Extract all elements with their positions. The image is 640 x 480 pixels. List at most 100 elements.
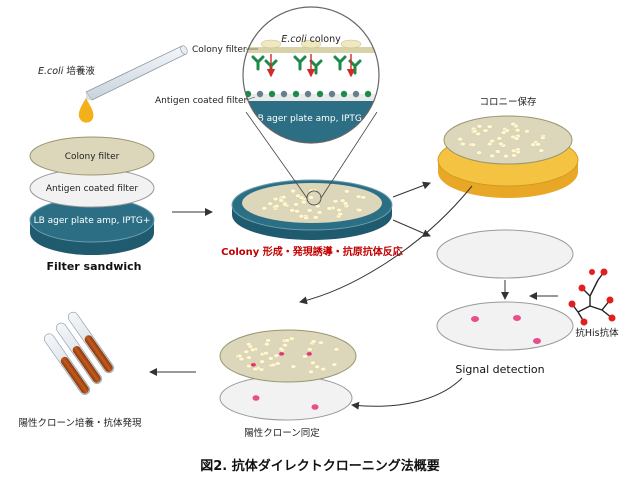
antigen-filter-layer: Antigen coated filter — [29, 168, 155, 208]
plate-colony — [272, 196, 279, 202]
id-colony — [268, 356, 274, 361]
zoom-antigen-filter-pointer — [245, 96, 256, 101]
plate-colony — [355, 194, 362, 199]
plate-colony — [360, 195, 367, 200]
id-colony — [306, 351, 313, 356]
id-colony — [282, 343, 288, 348]
plate-colony — [303, 215, 309, 220]
arrow-to-storage — [392, 181, 431, 198]
storage-colony — [513, 136, 520, 141]
antibody-mark — [293, 55, 307, 71]
zoom-colony-filter-label: Colony filter — [192, 45, 247, 55]
arrow-to-detection — [392, 219, 431, 237]
colony-storage-plate: コロニー保存 — [437, 96, 579, 198]
plate-colonies — [261, 188, 367, 220]
storage-colony — [460, 141, 466, 147]
antigen-dot — [304, 90, 312, 98]
id-colony — [264, 342, 270, 347]
zoom-line-left — [245, 111, 308, 199]
process-description: Colony 形成・発現誘導・抗原抗体反応 — [221, 245, 403, 258]
antigen-dot — [292, 90, 300, 98]
zoom-line-right — [320, 111, 378, 199]
storage-colony — [495, 149, 501, 154]
id-colony — [284, 338, 290, 343]
zoom-antigen-filter-label: Antigen coated filter — [155, 96, 248, 106]
lb-plate-label: LB ager plate amp, IPTG+ — [34, 216, 151, 226]
plate-colony — [313, 215, 319, 220]
storage-colony — [482, 128, 489, 133]
plate-colony — [295, 193, 301, 198]
id-colony — [308, 369, 314, 374]
storage-colony — [530, 142, 536, 147]
plate-colony — [289, 208, 295, 213]
secreted-antibodies — [251, 54, 362, 78]
id-colony — [278, 346, 284, 352]
id-colony — [252, 367, 259, 372]
storage-colony — [486, 124, 493, 129]
lb-plate-layer: LB ager plate amp, IPTG+ — [29, 197, 155, 255]
id-colony — [307, 347, 313, 352]
storage-colony — [470, 142, 476, 147]
plate-colony — [326, 206, 333, 211]
storage-colony — [511, 153, 517, 158]
storage-colony — [514, 128, 521, 133]
antibody-mark — [309, 59, 323, 75]
pipette-group: E.coli 培養液 — [38, 45, 188, 123]
anti-his-antibody-icon — [568, 268, 616, 326]
antigen-dot — [340, 90, 348, 98]
ecoli-culture-label: E.coli 培養液 — [38, 65, 95, 77]
id-colony — [314, 364, 320, 369]
id-colony — [246, 355, 252, 360]
filter-sandwich: LB ager plate amp, IPTG+ Antigen coated … — [29, 136, 155, 273]
id-colony — [243, 349, 250, 354]
storage-colony — [489, 153, 495, 158]
filter-sandwich-label: Filter sandwich — [47, 260, 142, 273]
plate-colony — [339, 198, 346, 203]
ecoli-colonies — [260, 39, 362, 49]
culture-tubes-icon — [43, 311, 115, 395]
positive-clone-culture-label: 陽性クローン培養・抗体発現 — [18, 417, 142, 429]
positive-clone-id-label: 陽性クローン同定 — [244, 427, 320, 439]
plate-colony — [306, 208, 313, 213]
id-colony — [265, 338, 271, 343]
storage-colony — [535, 142, 541, 147]
antibody-mark — [333, 55, 347, 71]
id-colony — [238, 356, 245, 362]
antigen-dot — [268, 90, 276, 98]
id-colony-filter — [219, 329, 357, 383]
plate-colony — [344, 189, 350, 194]
plate-colony — [290, 188, 296, 193]
storage-colony — [540, 135, 546, 140]
plate-colony — [337, 212, 343, 217]
plate-colony — [308, 195, 314, 200]
ecoli-colony — [340, 39, 362, 49]
id-colony — [320, 367, 327, 372]
antigen-dot — [280, 90, 288, 98]
incubation-plate — [231, 179, 393, 240]
plate-colony — [336, 207, 342, 213]
id-colony — [302, 354, 308, 359]
zoom-detail: LB ager plate amp, IPTG+ E.coli colony — [242, 6, 380, 144]
plate-colony — [316, 210, 323, 215]
id-colonies — [235, 336, 340, 374]
culture-drop-icon — [78, 98, 94, 123]
plate-colony — [342, 201, 349, 206]
zoom-ecoli-colony-label: E.coli colony — [281, 34, 341, 45]
storage-colony — [489, 138, 495, 144]
arrow-signal-to-id — [351, 377, 463, 410]
storage-colony — [524, 129, 530, 134]
id-colony — [250, 362, 257, 367]
id-colony — [310, 339, 317, 344]
id-colony — [273, 353, 280, 358]
positive-clone-identification: 陽性クローン同定 — [219, 329, 357, 439]
colony-filter-layer: Colony filter — [29, 136, 155, 176]
anti-his-label: 抗His抗体 — [575, 327, 619, 339]
plate-colony — [278, 198, 284, 203]
plate-colony — [280, 195, 287, 200]
membrane-blank — [436, 229, 574, 279]
antigen-dot — [352, 90, 360, 98]
id-membrane — [219, 375, 353, 421]
id-colony — [333, 347, 340, 352]
plate-colony — [356, 208, 363, 213]
